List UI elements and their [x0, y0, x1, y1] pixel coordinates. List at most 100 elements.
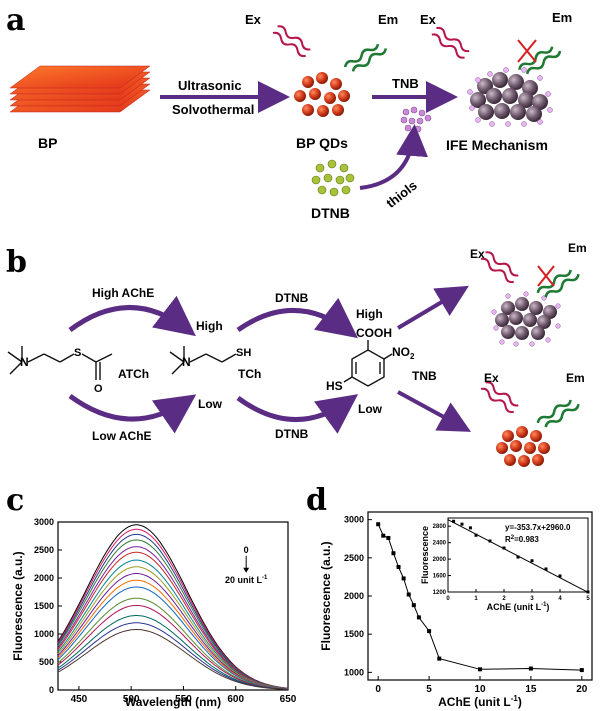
- o-label-1: O: [94, 383, 103, 395]
- inset-y-tick-label: 1600: [433, 574, 447, 580]
- dtnb-top-arrow: [236, 297, 358, 339]
- data-point-d: [437, 656, 442, 661]
- inset-equation: y=-353.7x+2960.0: [505, 523, 571, 532]
- n-plus-label-2: N: [182, 355, 191, 369]
- annotation-bottom: 20 unit L-1: [225, 575, 268, 585]
- excitation-wave-icon: [480, 251, 519, 284]
- em-label-b1: Em: [568, 241, 587, 255]
- y-axis-label-d: Fluorescence (a.u.): [319, 541, 333, 650]
- x-tick-label-c: 500: [123, 694, 140, 705]
- quenched-cluster: [491, 291, 561, 347]
- spectrum-line: [57, 566, 289, 690]
- dtnb-bottom-arrow: [236, 394, 359, 434]
- inset-frame: [447, 517, 589, 593]
- data-point-d: [376, 522, 381, 527]
- tnb-label-b: TNB: [412, 369, 437, 383]
- ife-label: IFE Mechanism: [446, 137, 548, 153]
- tnb-label-a: TNB: [392, 76, 419, 91]
- panel-label-c: c: [6, 483, 24, 518]
- y-axis-label-c: Fluorescence (a.u.): [11, 551, 25, 660]
- em-label-a2: Em: [552, 10, 572, 25]
- y-tick-label-c: 0: [49, 685, 54, 695]
- low-outcome-arrow: [397, 390, 472, 432]
- inset-x-tick-label: 3: [530, 596, 534, 602]
- cooh-label: COOH: [356, 326, 392, 340]
- data-point-d: [391, 551, 396, 556]
- inset-y-axis-label: Fluorescence: [420, 526, 430, 584]
- x-tick-label-d: 5: [426, 684, 432, 695]
- no2-label: NO2: [392, 345, 415, 361]
- x-tick-label-d: 10: [474, 684, 486, 695]
- high-outcome-arrow: [396, 285, 469, 330]
- low-label-tnb: Low: [358, 402, 383, 416]
- low-ache-arrow: [68, 393, 197, 434]
- inset-data-point: [474, 533, 478, 537]
- spectrum-line: [57, 551, 289, 690]
- inset-y-tick-label: 1200: [433, 590, 447, 596]
- ife-cluster: [467, 67, 553, 127]
- annotation-top: 0: [244, 545, 249, 555]
- data-point-d: [401, 576, 406, 581]
- dtnb-label-a: DTNB: [311, 205, 350, 221]
- dtnb-top-label: DTNB: [275, 291, 309, 305]
- excitation-wave-icon: [272, 25, 311, 58]
- inset-data-point: [558, 574, 562, 578]
- solvothermal-label: Solvothermal: [172, 102, 254, 117]
- hs-label: HS: [326, 379, 343, 393]
- data-point-d: [411, 603, 416, 608]
- y-tick-label-d: 1000: [344, 667, 364, 677]
- x-tick-label-c: 600: [227, 694, 244, 705]
- thiols-arrow: [359, 124, 429, 190]
- atch-label: ATCh: [118, 367, 149, 381]
- y-tick-label-d: 2000: [344, 591, 364, 601]
- ex-label-a2: Ex: [420, 12, 437, 27]
- high-label-tch: High: [196, 319, 223, 333]
- data-line-d: [377, 523, 582, 671]
- inset-data-point: [516, 555, 520, 559]
- y-tick-label-c: 3000: [34, 517, 54, 527]
- bp-layers-icon: [9, 65, 151, 113]
- ex-label-b1: Ex: [470, 247, 485, 261]
- y-tick-label-d: 1500: [344, 629, 364, 639]
- inset-y-tick-label: 2800: [433, 524, 447, 530]
- quenched-emission-icon: [517, 39, 562, 75]
- inset-data-point: [544, 567, 548, 571]
- emission-wave-icon: [536, 399, 580, 428]
- y-tick-label-c: 2000: [34, 573, 54, 583]
- x-axis-label-d: AChE (unit L-1): [438, 694, 522, 709]
- inset-x-tick-label: 5: [586, 596, 590, 602]
- data-point-d: [427, 629, 432, 634]
- data-point-d: [579, 668, 584, 673]
- spectrum-line: [57, 546, 289, 689]
- spectrum-line: [57, 539, 289, 689]
- spectrum-line: [57, 586, 289, 690]
- y-tick-label-d: 2500: [344, 553, 364, 563]
- n-plus-label-1: N: [20, 355, 29, 369]
- dtnb-bottom-label: DTNB: [275, 427, 309, 441]
- data-point-d: [478, 667, 482, 672]
- panel-label-b: b: [6, 245, 27, 280]
- inset-data-point: [468, 526, 472, 530]
- spectrum-line: [57, 629, 289, 690]
- s-label-1: S: [74, 347, 81, 359]
- x-tick-label-d: 0: [375, 684, 381, 695]
- high-label-tnb: High: [356, 307, 383, 321]
- low-ache-label: Low AChE: [92, 429, 152, 443]
- data-point-d: [406, 592, 411, 597]
- x-tick-label-c: 650: [280, 694, 297, 705]
- x-tick-label-d: 20: [576, 684, 588, 695]
- y-tick-label-c: 2500: [34, 545, 54, 555]
- x-tick-label-c: 450: [71, 694, 88, 705]
- quenched-emission-icon: [536, 265, 580, 298]
- data-point-d: [381, 533, 386, 538]
- y-tick-label-c: 500: [39, 657, 54, 667]
- bp-label: BP: [38, 135, 57, 151]
- high-ache-arrow: [68, 295, 196, 337]
- inset-x-tick-label: 2: [502, 596, 506, 602]
- inset-x-tick-label: 1: [474, 596, 478, 602]
- inset-y-tick-label: 2000: [433, 557, 447, 563]
- inset-r2: R2=0.983: [505, 535, 539, 544]
